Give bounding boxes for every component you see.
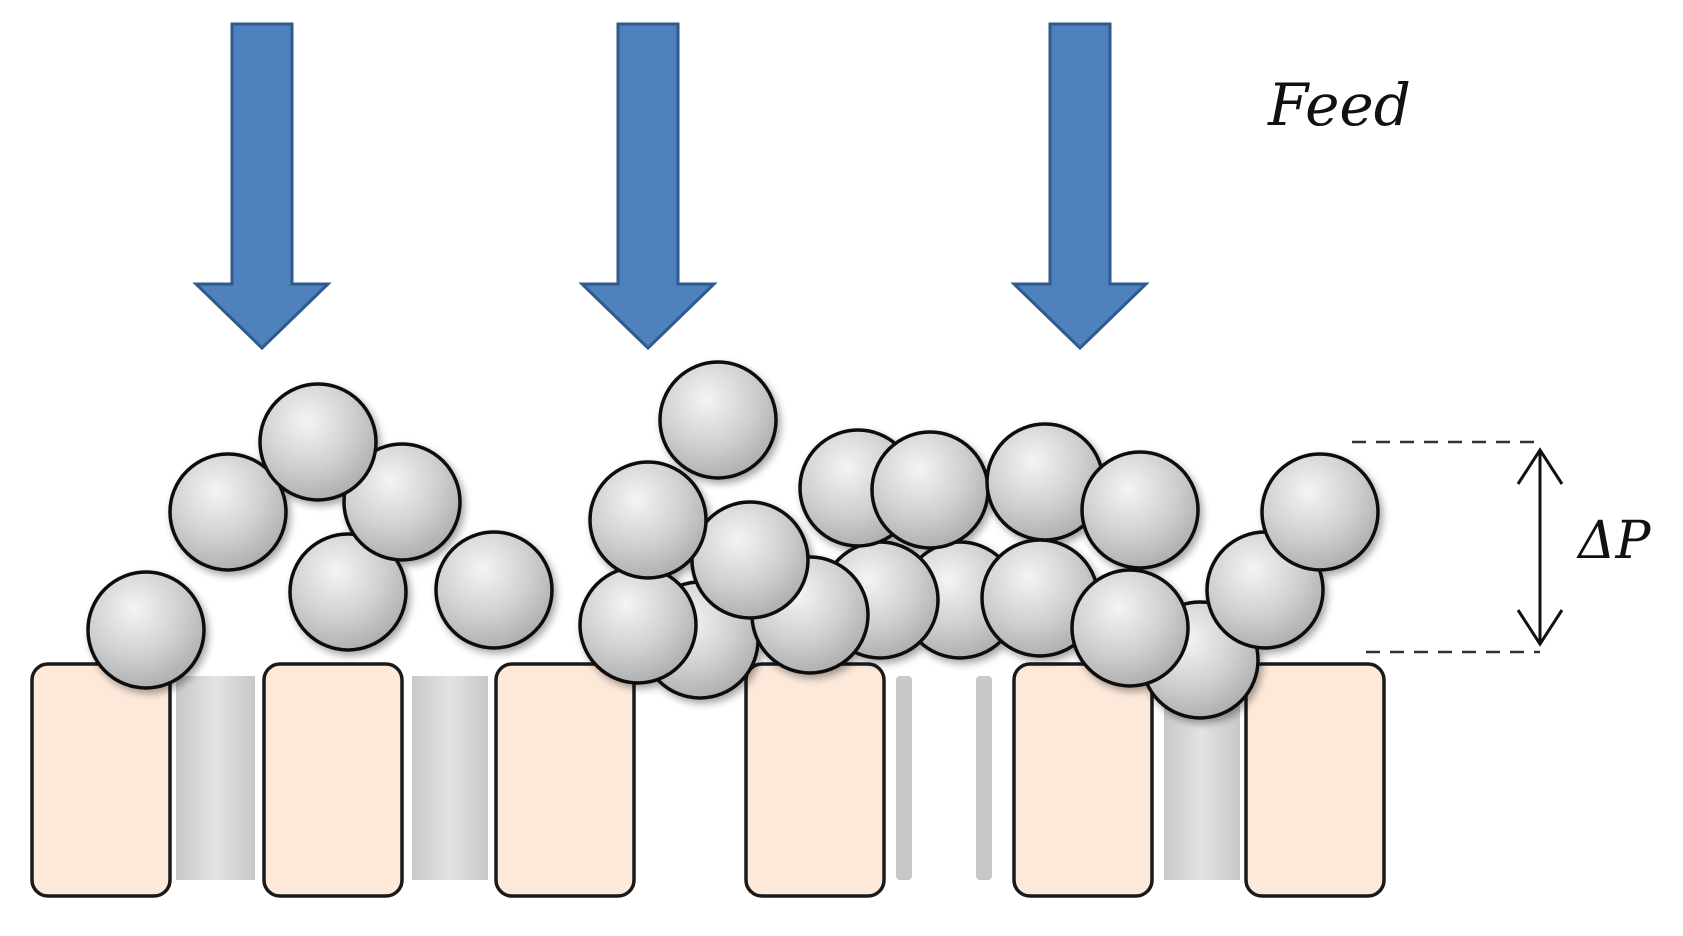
membrane-pillar bbox=[262, 662, 404, 898]
foulant-particle bbox=[258, 382, 378, 502]
foulant-particle bbox=[1070, 568, 1190, 688]
foulant-particle bbox=[342, 442, 462, 562]
feed-label: Feed bbox=[1267, 71, 1411, 139]
foulant-particle bbox=[588, 460, 708, 580]
feed-arrows bbox=[192, 22, 1150, 351]
foulant-particle bbox=[434, 530, 554, 650]
cake-thickness-indicator bbox=[1352, 440, 1564, 654]
foulant-particle bbox=[870, 430, 990, 550]
membrane-pore-narrow bbox=[896, 676, 912, 880]
foulant-particle bbox=[1260, 452, 1380, 572]
membrane-pillar bbox=[744, 662, 886, 898]
foulant-particle bbox=[86, 570, 206, 690]
membrane-pore bbox=[176, 676, 255, 880]
membrane-pillar bbox=[494, 662, 636, 898]
down-arrow-icon bbox=[1010, 22, 1150, 351]
pressure-drop-label: ΔP bbox=[1576, 511, 1652, 571]
membrane-pillar bbox=[1244, 662, 1386, 898]
down-arrow-icon bbox=[192, 22, 332, 351]
double-headed-arrow-icon bbox=[1516, 447, 1564, 647]
membrane-pillar bbox=[30, 662, 172, 898]
membrane-pore-narrow bbox=[976, 676, 992, 880]
membrane-pore bbox=[412, 676, 488, 880]
foulant-particle bbox=[288, 532, 408, 652]
membrane-pillar bbox=[1012, 662, 1154, 898]
membrane-pillars bbox=[30, 662, 1386, 898]
down-arrow-icon bbox=[578, 22, 718, 351]
foulant-particle bbox=[578, 565, 698, 685]
foulant-particle bbox=[168, 452, 288, 572]
foulant-particle bbox=[658, 360, 778, 480]
foulant-particle bbox=[690, 500, 810, 620]
foulant-particle bbox=[1080, 450, 1200, 570]
foulant-particles bbox=[86, 360, 1380, 720]
